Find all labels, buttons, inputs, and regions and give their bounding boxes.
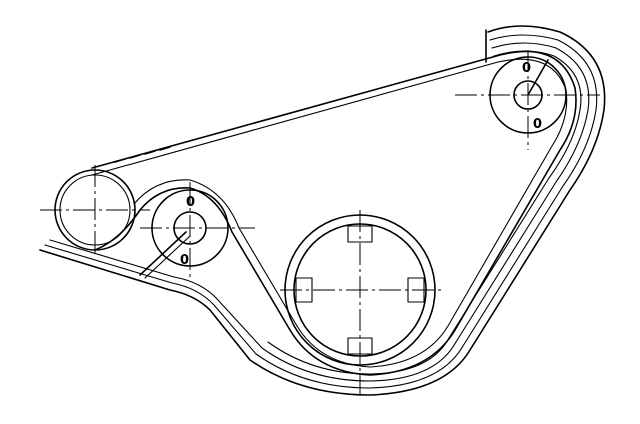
belt-tooth-marks <box>114 146 171 163</box>
crank-pulley <box>280 210 445 395</box>
drive-belt <box>91 50 577 376</box>
belt-guard <box>39 25 606 396</box>
top-right-pulley: 0 0 <box>455 50 600 150</box>
top-right-mark-bottom: 0 <box>533 114 542 129</box>
tensioner-mark-bottom: 0 <box>180 253 189 268</box>
top-right-mark-top: 0 <box>522 61 531 76</box>
left-idler-pulley <box>40 165 150 255</box>
adjuster-bolt <box>139 231 187 276</box>
alignment-pointer <box>527 59 549 96</box>
tensioner-mark-top: 0 <box>186 195 195 210</box>
tensioner-pulley: 0 0 <box>139 182 255 279</box>
